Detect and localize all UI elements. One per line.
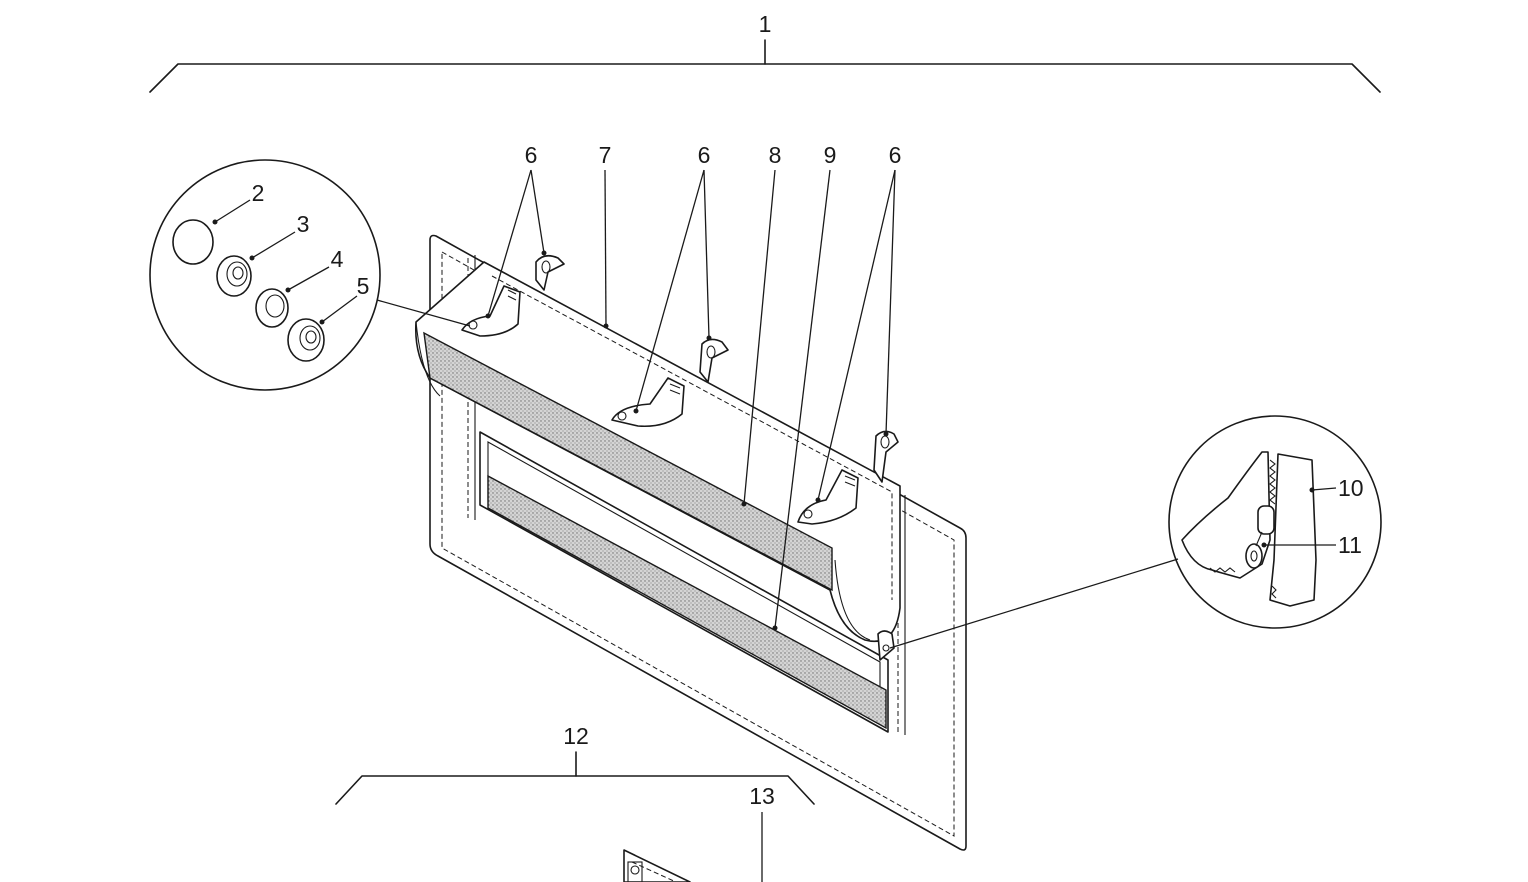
callout-3: 3 (297, 211, 310, 237)
callout-9: 9 (824, 142, 837, 168)
lower-fastener-strip (487, 474, 887, 730)
tab (611, 338, 729, 428)
zipper-slider (1245, 505, 1275, 569)
callout-6: 6 (525, 142, 538, 168)
lower-pocket (479, 431, 889, 733)
snap-eyelet (287, 318, 325, 362)
callout-7: 7 (599, 142, 612, 168)
callout-4: 4 (331, 246, 344, 272)
tab (461, 254, 565, 337)
assembly-bracket-top (149, 39, 1381, 93)
callout-10: 10 (1338, 475, 1364, 501)
leader-lines (212, 169, 1337, 631)
snap-socket (216, 255, 252, 297)
upper-fastener-strip (423, 331, 833, 592)
callout-labels: 1 2 3 4 5 6 7 6 8 9 6 10 11 12 13 (252, 11, 1364, 809)
top-flap (414, 261, 901, 643)
tab (877, 630, 895, 661)
zipper-detail (889, 415, 1382, 649)
callout-6: 6 (889, 142, 902, 168)
callout-2: 2 (252, 180, 265, 206)
snap-stud (255, 288, 289, 328)
zipper-tape-left (1181, 451, 1271, 579)
zipper-tape-right (1269, 453, 1317, 607)
callout-11: 11 (1338, 532, 1362, 558)
callout-1: 1 (759, 11, 772, 37)
snap-fastener-detail (149, 159, 471, 391)
assembly-bracket-bottom (335, 751, 815, 805)
callout-8: 8 (769, 142, 782, 168)
attachment-tabs (461, 254, 899, 661)
callout-5: 5 (357, 273, 370, 299)
second-panel-partial (623, 812, 763, 882)
callout-13: 13 (749, 783, 775, 809)
callout-12: 12 (563, 723, 589, 749)
callout-6: 6 (698, 142, 711, 168)
tab (797, 430, 899, 525)
snap-cap (172, 219, 214, 265)
